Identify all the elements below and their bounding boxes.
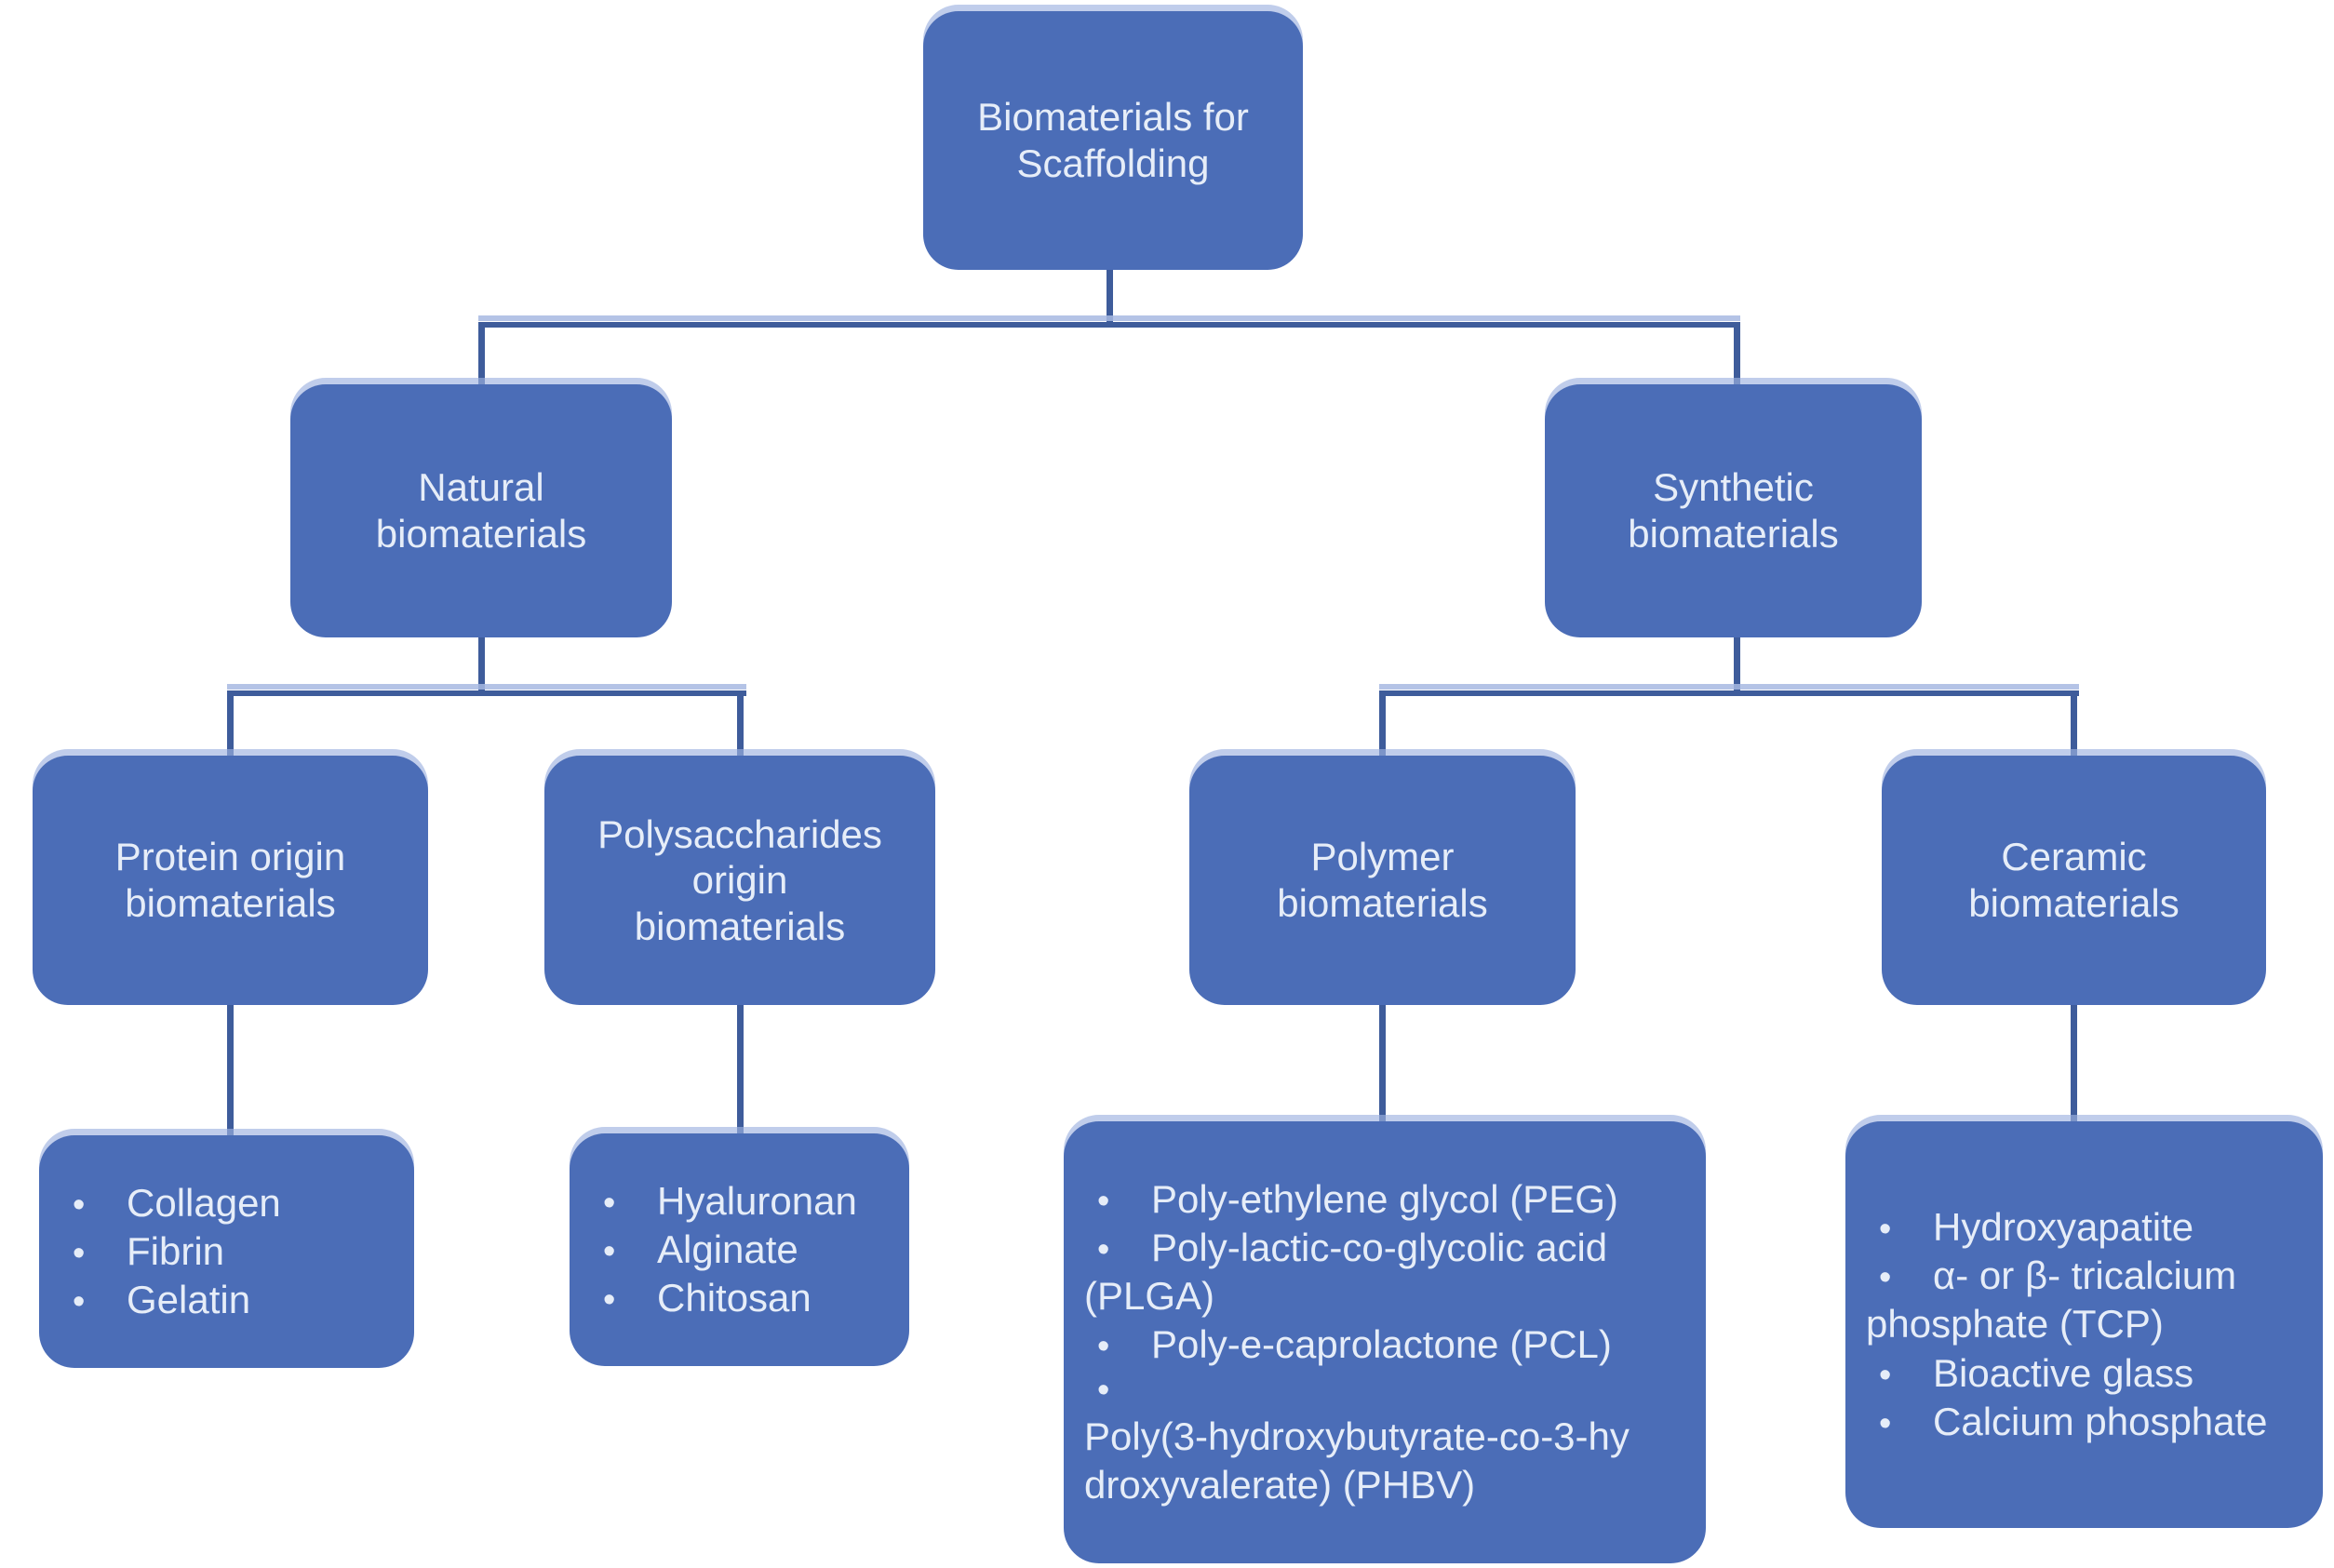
node-biomaterials-for-scaffolding: Biomaterials for Scaffolding xyxy=(923,11,1303,270)
node-label: Polymer biomaterials xyxy=(1277,835,1488,925)
bullet-icon: • xyxy=(1879,1355,1892,1395)
list-item: • Fibrin xyxy=(60,1227,394,1276)
connector-polysaccharides-drop xyxy=(737,690,744,759)
list-item-text: Chitosan xyxy=(657,1276,812,1320)
list-item-text: Hyaluronan xyxy=(657,1178,857,1223)
list-item-text: Poly(3-hydroxybutyrate-co-3-hy xyxy=(1084,1414,1630,1459)
bullet-icon: • xyxy=(73,1282,86,1322)
list-item-text: droxyvalerate) (PHBV) xyxy=(1084,1463,1476,1508)
bullet-icon: • xyxy=(603,1280,616,1320)
node-label: Natural biomaterials xyxy=(375,465,587,556)
list-item-text: Poly-ethylene glycol (PEG) xyxy=(1151,1176,1618,1221)
node-natural-biomaterials: Natural biomaterials xyxy=(290,384,672,637)
list-item-text: Fibrin xyxy=(127,1228,225,1273)
list-item-text: Alginate xyxy=(657,1226,798,1271)
connector-polysaccharides-leaf xyxy=(737,1005,744,1135)
bullet-icon: • xyxy=(1879,1210,1892,1250)
connector-natural-stub xyxy=(478,637,485,695)
list-item: • xyxy=(1084,1369,1685,1413)
connector-ceramic-drop xyxy=(2071,690,2077,759)
list-item-text: Gelatin xyxy=(127,1278,251,1322)
node-label: Protein origin biomaterials xyxy=(114,835,346,925)
bullet-icon: • xyxy=(1879,1258,1892,1298)
bullet-icon: • xyxy=(603,1231,616,1271)
bullet-icon: • xyxy=(1097,1229,1110,1269)
connector-root-stub xyxy=(1107,270,1113,328)
list-item-text: Calcium phosphate xyxy=(1933,1399,2268,1443)
list-item: • Collagen xyxy=(60,1179,394,1227)
list-item-continuation: phosphate (TCP) xyxy=(1866,1300,2302,1348)
list-item-text: phosphate (TCP) xyxy=(1866,1302,2164,1347)
connector-synthetic-drop xyxy=(1734,322,1740,387)
list-item: • Gelatin xyxy=(60,1276,394,1324)
node-label: Polysaccharides origin biomaterials xyxy=(597,811,882,948)
node-polymer-biomaterials: Polymer biomaterials xyxy=(1189,756,1576,1005)
bullet-icon: • xyxy=(1097,1371,1110,1411)
bullet-icon: • xyxy=(1097,1181,1110,1221)
list-item-text: Bioactive glass xyxy=(1933,1350,2194,1395)
connector-protein-leaf xyxy=(227,1005,234,1137)
list-item-text: α- or β- tricalcium xyxy=(1933,1253,2237,1298)
node-label: Ceramic biomaterials xyxy=(1968,835,2180,925)
bullet-icon: • xyxy=(603,1183,616,1223)
list-item: • Poly-lactic-co-glycolic acid xyxy=(1084,1224,1685,1272)
node-synthetic-biomaterials: Synthetic biomaterials xyxy=(1545,384,1922,637)
bullet-icon: • xyxy=(1879,1403,1892,1443)
connector-ceramic-leaf xyxy=(2071,1005,2077,1123)
leaf-protein-origin-list: • Collagen • Fibrin • Gelatin xyxy=(39,1135,414,1368)
node-protein-origin-biomaterials: Protein origin biomaterials xyxy=(33,756,428,1005)
list-item-text: Collagen xyxy=(127,1180,281,1225)
connector-polymer-leaf xyxy=(1379,1005,1386,1123)
connector-natural-horizontal xyxy=(227,690,746,696)
bullet-icon: • xyxy=(1097,1326,1110,1366)
connector-polymer-drop xyxy=(1379,690,1386,759)
list-item-text: Hydroxyapatite xyxy=(1933,1205,2194,1250)
node-ceramic-biomaterials: Ceramic biomaterials xyxy=(1882,756,2266,1005)
list-item: • Chitosan xyxy=(590,1274,889,1322)
list-item: • Poly-e-caprolactone (PCL) xyxy=(1084,1320,1685,1369)
list-item-continuation: droxyvalerate) (PHBV) xyxy=(1084,1461,1685,1509)
bullet-icon: • xyxy=(73,1185,86,1225)
list-item-continuation: (PLGA) xyxy=(1084,1272,1685,1320)
list-item: • Bioactive glass xyxy=(1866,1349,2302,1398)
list-item-text: (PLGA) xyxy=(1084,1273,1215,1318)
list-item: • Hydroxyapatite xyxy=(1866,1203,2302,1252)
leaf-ceramic-biomaterials-list: • Hydroxyapatite • α- or β- tricalcium p… xyxy=(1845,1121,2323,1528)
list-item-text: Poly-e-caprolactone (PCL) xyxy=(1151,1321,1612,1366)
list-item-continuation: Poly(3-hydroxybutyrate-co-3-hy xyxy=(1084,1413,1685,1461)
list-item: • Alginate xyxy=(590,1226,889,1274)
list-item: • Poly-ethylene glycol (PEG) xyxy=(1084,1175,1685,1224)
node-label: Biomaterials for Scaffolding xyxy=(977,95,1249,185)
list-item: • Hyaluronan xyxy=(590,1177,889,1226)
node-polysaccharides-origin-biomaterials: Polysaccharides origin biomaterials xyxy=(544,756,935,1005)
connector-synthetic-stub xyxy=(1734,637,1740,695)
list-item: • Calcium phosphate xyxy=(1866,1398,2302,1446)
connector-natural-drop xyxy=(478,322,485,387)
leaf-polymer-biomaterials-list: • Poly-ethylene glycol (PEG) • Poly-lact… xyxy=(1064,1121,1706,1563)
leaf-polysaccharides-origin-list: • Hyaluronan • Alginate • Chitosan xyxy=(570,1133,909,1366)
list-item: • α- or β- tricalcium xyxy=(1866,1252,2302,1300)
connector-synthetic-horizontal xyxy=(1379,690,2079,696)
connector-protein-drop xyxy=(227,690,234,759)
node-label: Synthetic biomaterials xyxy=(1628,465,1839,556)
connector-level1-horizontal xyxy=(478,322,1740,328)
bullet-icon: • xyxy=(73,1233,86,1273)
list-item-text: Poly-lactic-co-glycolic acid xyxy=(1151,1225,1608,1269)
